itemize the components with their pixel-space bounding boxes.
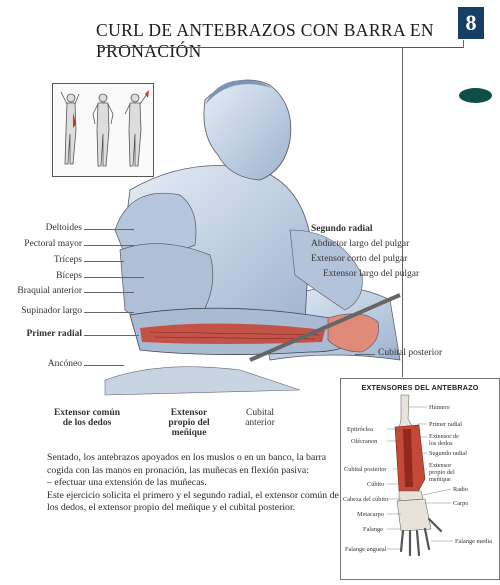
label-extensor-corto: Extensor corto del pulgar xyxy=(311,254,408,264)
forearm-skeleton-diagram xyxy=(387,394,453,557)
label-biceps: Bíceps xyxy=(56,271,82,281)
inset-label-falange: Falange xyxy=(363,526,383,533)
inset-label-humero: Húmero xyxy=(429,404,450,411)
exercise-description: Sentado, los antebrazos apoyados en los … xyxy=(47,452,342,515)
leader-supinador xyxy=(84,312,134,313)
inset-label-falange-media: Falange media xyxy=(455,538,492,545)
description-paragraph-2: Este ejercicio solicita el primero y el … xyxy=(47,489,339,514)
label-extensor-propio: Extensor propio del meñique xyxy=(168,408,210,438)
inset-label-extensor-menique: Extensor propio del meñique xyxy=(429,462,455,483)
inset-label-radio: Radio xyxy=(453,486,469,493)
inset-label-primer-radial: Primer radial xyxy=(429,421,463,428)
leader-cubital-posterior xyxy=(355,354,375,355)
label-primer-radial: Primer radial xyxy=(26,329,83,339)
inset-label-segundo-radial: Segundo radial xyxy=(429,450,467,457)
label-extensor-largo: Extensor largo del pulgar xyxy=(323,269,420,279)
inset-label-epitroclea: Epitróclea xyxy=(347,426,373,433)
inset-label-olecranon: Olécranon xyxy=(351,438,378,445)
inset-label-extensor-dedos: Extensor de los dedos xyxy=(429,433,459,447)
leader-pectoral xyxy=(84,245,134,246)
page-title: CURL DE ANTEBRAZOS CON BARRA EN PRONACIÓ… xyxy=(96,20,434,61)
exercise-thumbnail xyxy=(52,83,154,177)
leader-biceps xyxy=(84,277,144,278)
extensors-inset-panel: EXTENSORES DEL ANTEBRAZO xyxy=(340,378,500,580)
leader-triceps xyxy=(84,261,124,262)
inset-label-cubito: Cúbito xyxy=(367,481,385,488)
leader-deltoides xyxy=(84,229,134,230)
page-number-badge: 8 xyxy=(458,7,484,39)
description-paragraph-1: Sentado, los antebrazos apoyados en los … xyxy=(47,452,327,476)
leader-primer-radial xyxy=(84,335,139,336)
leader-anconeo xyxy=(84,365,124,366)
label-supinador: Supinador largo xyxy=(21,306,82,316)
label-braquial: Braquial anterior xyxy=(17,286,82,296)
title-rule xyxy=(100,47,463,48)
inset-label-falange-ungueal: Falange ungueal xyxy=(345,546,387,553)
label-cubital-anterior: Cubital anterior xyxy=(245,408,275,428)
anatomical-illustration xyxy=(100,60,405,400)
label-extensor-comun: Extensor común de los dedos xyxy=(53,408,121,428)
label-cubital-posterior: Cubital posterior xyxy=(378,348,443,358)
inset-label-cabeza-cubito: Cabeza del cúbito xyxy=(343,496,389,503)
inset-label-metacarpo: Metacarpo xyxy=(357,511,384,518)
top-right-line xyxy=(463,40,464,48)
label-pectoral: Pectoral mayor xyxy=(24,239,82,249)
label-segundo-radial: Segundo radial xyxy=(311,224,373,234)
inset-label-cubital-posterior: Cubital posterior xyxy=(344,466,387,473)
inset-label-carpo: Carpo xyxy=(453,500,469,507)
label-deltoides: Deltoides xyxy=(45,223,82,233)
label-anconeo: Ancóneo xyxy=(47,359,82,369)
right-frame-line xyxy=(402,47,403,377)
inset-title: EXTENSORES DEL ANTEBRAZO xyxy=(361,383,479,392)
description-bullet: – efectuar una extensión de las muñecas. xyxy=(47,477,207,489)
label-abductor: Abductor largo del pulgar xyxy=(311,239,410,249)
label-triceps: Tríceps xyxy=(53,255,82,265)
leaf-ornament-icon xyxy=(459,88,492,103)
leader-braquial xyxy=(84,292,134,293)
